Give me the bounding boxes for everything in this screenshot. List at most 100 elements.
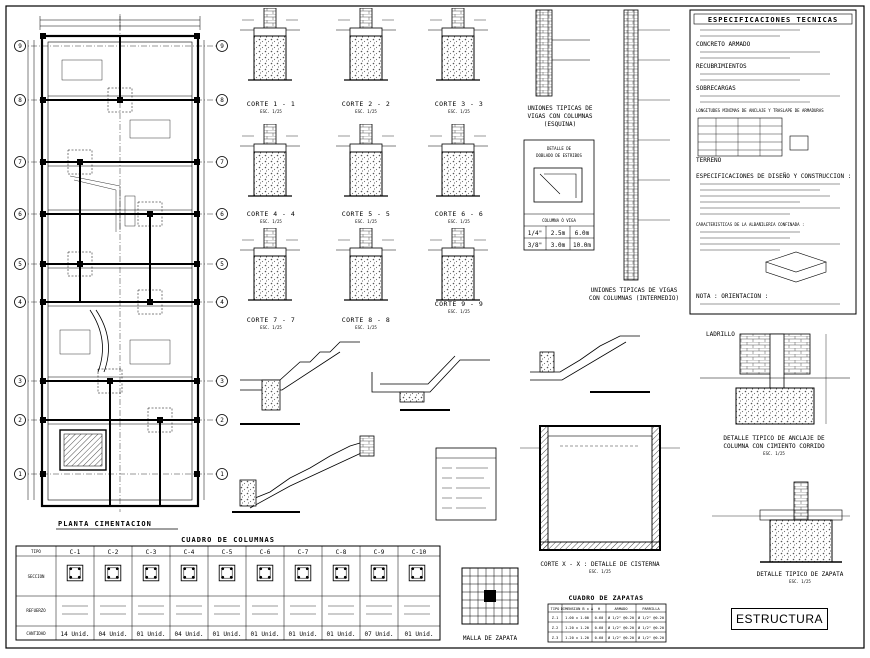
zapata-cell: Z-1 (552, 616, 559, 620)
cisterna-label: CORTE X - X : DETALLE DE CISTERNA (540, 561, 660, 568)
column-type: C-9 (374, 549, 385, 556)
zapata-cell: Ø 1/2" @0.20 (638, 635, 664, 640)
zapata-cell: Ø 1/2" @0.20 (638, 625, 664, 630)
doblado-b: 6.0m (575, 230, 590, 237)
corte-scale: ESC. 1/25 (448, 309, 470, 314)
uniones-intermedio-line1: UNIONES TIPICAS DE VIGAS (591, 287, 678, 294)
doblado-b: 10.0m (573, 242, 591, 249)
column-quantity: 04 Unid. (175, 631, 204, 638)
zapata-header: DIMENSION B x A (561, 607, 594, 611)
doblado-a: 2.5m (551, 230, 566, 237)
zapata-cell: 0.60 (595, 636, 604, 640)
sheet-border (5, 5, 865, 649)
axis-label-right: 9 (220, 43, 224, 50)
cantidad-label: CANTIDAD (26, 631, 46, 636)
zapata-header: H (598, 607, 600, 611)
column-type: C-2 (108, 549, 119, 556)
uniones-intermedio-line2: CON COLUMNAS (INTERMEDIO) (589, 295, 679, 302)
tipo-label: TIPO (31, 549, 41, 554)
uniones-esquina-line2: VIGAS CON COLUMNAS (527, 113, 592, 120)
title-stamp: ESTRUCTURA (731, 608, 828, 630)
detalle-anclaje: LADRILLO DETALLE TIPICO DE ANCLAJE DE CO… (700, 331, 850, 456)
column-type: C-8 (336, 549, 347, 556)
zapata-cell: Ø 1/2" @0.20 (638, 615, 664, 620)
doblado-detail: DETALLE DE DOBLADO DE ESTRIBOS COLUMNA Ó… (523, 139, 595, 251)
zapata-cell: 0.60 (595, 626, 604, 630)
stair-details (232, 335, 650, 513)
uniones-esquina-line1: UNIONES TIPICAS DE (527, 105, 592, 112)
column-type: C-5 (222, 549, 233, 556)
anclaje-line1: DETALLE TIPICO DE ANCLAJE DE (723, 435, 825, 442)
axis-label-left: 5 (18, 261, 22, 268)
spec-section: CARACTERISTICAS DE LA ALBAÑILERIA CONFIN… (696, 222, 804, 227)
column-quantity: 04 Unid. (99, 631, 128, 638)
detalle-cisterna: CORTE X - X : DETALLE DE CISTERNA ESC. 1… (520, 425, 680, 574)
plan-title: PLANTA CIMENTACION (58, 520, 152, 528)
doblado-bar: 1/4" (528, 230, 542, 237)
zapata-cell: 1.20 x 1.20 (565, 636, 589, 640)
spec-section: CONCRETO ARMADO (696, 41, 751, 48)
axis-label-left: 6 (18, 211, 22, 218)
detalle-zapata: DETALLE TIPICO DE ZAPATA ESC. 1/25 (712, 481, 850, 584)
column-quantity: 01 Unid. (405, 631, 434, 638)
uniones-intermedio: UNIONES TIPICAS DE VIGAS CON COLUMNAS (I… (589, 9, 679, 302)
column-quantity: 01 Unid. (327, 631, 356, 638)
column-quantity: 07 Unid. (365, 631, 394, 638)
column-quantity: 01 Unid. (213, 631, 242, 638)
corte-scale: ESC. 1/25 (260, 219, 282, 224)
seccion-label: SECCION (28, 574, 45, 579)
corte-scale: ESC. 1/25 (355, 325, 377, 330)
cuadro-columnas-title: CUADRO DE COLUMNAS (181, 536, 275, 544)
axis-label-right: 1 (220, 471, 224, 478)
axis-label-left: 3 (18, 378, 22, 385)
especificaciones-panel: ESPECIFICACIONES TECNICAS CONCRETO ARMAD… (689, 9, 857, 315)
zapata-cell: Z-3 (552, 636, 559, 640)
uniones-esquina-line3: (ESQUINA) (544, 121, 577, 128)
column-quantity: 01 Unid. (289, 631, 318, 638)
corte-label: CORTE 4 - 4 (247, 210, 296, 218)
stamp-label: ESTRUCTURA (735, 612, 823, 626)
spec-section: TERRENO (696, 157, 722, 164)
corte-label: CORTE 5 - 5 (342, 210, 391, 218)
anclaje-scale: ESC. 1/25 (763, 451, 785, 456)
zapata-cell: Ø 1/2" @0.20 (608, 615, 634, 620)
column-type: C-7 (298, 549, 309, 556)
axis-label-left: 2 (18, 417, 22, 424)
column-type: C-4 (184, 549, 195, 556)
axis-label-right: 4 (220, 299, 224, 306)
corte-scale: ESC. 1/25 (355, 109, 377, 114)
malla-zapata: MALLA DE ZAPATA (461, 567, 519, 642)
symbols-legend (435, 447, 497, 521)
axis-label-left: 4 (18, 299, 22, 306)
spec-section: ESPECIFICACIONES DE DISEÑO Y CONSTRUCCIO… (696, 173, 851, 180)
doblado-title2: DOBLADO DE ESTRIBOS (536, 153, 582, 158)
doblado-a: 3.0m (551, 242, 566, 249)
doblado-bar: 3/8" (528, 242, 542, 249)
corte-scale: ESC. 1/25 (355, 219, 377, 224)
doblado-table-title: COLUMNA Ó VIGA (542, 218, 576, 223)
corte-scale: ESC. 1/25 (448, 109, 470, 114)
corte-scale: ESC. 1/25 (260, 109, 282, 114)
corte-label: CORTE 6 - 6 (435, 210, 484, 218)
anclaje-title: LADRILLO (706, 331, 735, 338)
axis-label-left: 9 (18, 43, 22, 50)
column-quantity: 14 Unid. (61, 631, 90, 638)
column-type: C-6 (260, 549, 271, 556)
refuerzo-label: REFUERZO (26, 608, 46, 613)
zapata-detail-label: DETALLE TIPICO DE ZAPATA (757, 571, 844, 578)
cuadro-columnas: CUADRO DE COLUMNAS (15, 536, 441, 641)
column-type: C-1 (70, 549, 81, 556)
especificaciones-title: ESPECIFICACIONES TECNICAS (708, 16, 838, 24)
column-quantity: 01 Unid. (251, 631, 280, 638)
axis-label-right: 3 (220, 378, 224, 385)
zapata-header: ARMADO (615, 607, 628, 611)
axis-label-right: 2 (220, 417, 224, 424)
zapata-cell: Z-2 (552, 626, 559, 630)
corte-label: CORTE 7 - 7 (247, 316, 296, 324)
zapata-cell: 1.20 x 1.20 (565, 626, 589, 630)
spec-section: NOTA : ORIENTACION : (696, 293, 768, 300)
malla-label: MALLA DE ZAPATA (463, 635, 518, 642)
spec-section: SOBRECARGAS (696, 85, 736, 92)
axis-label-right: 6 (220, 211, 224, 218)
corte-scale: ESC. 1/25 (260, 325, 282, 330)
